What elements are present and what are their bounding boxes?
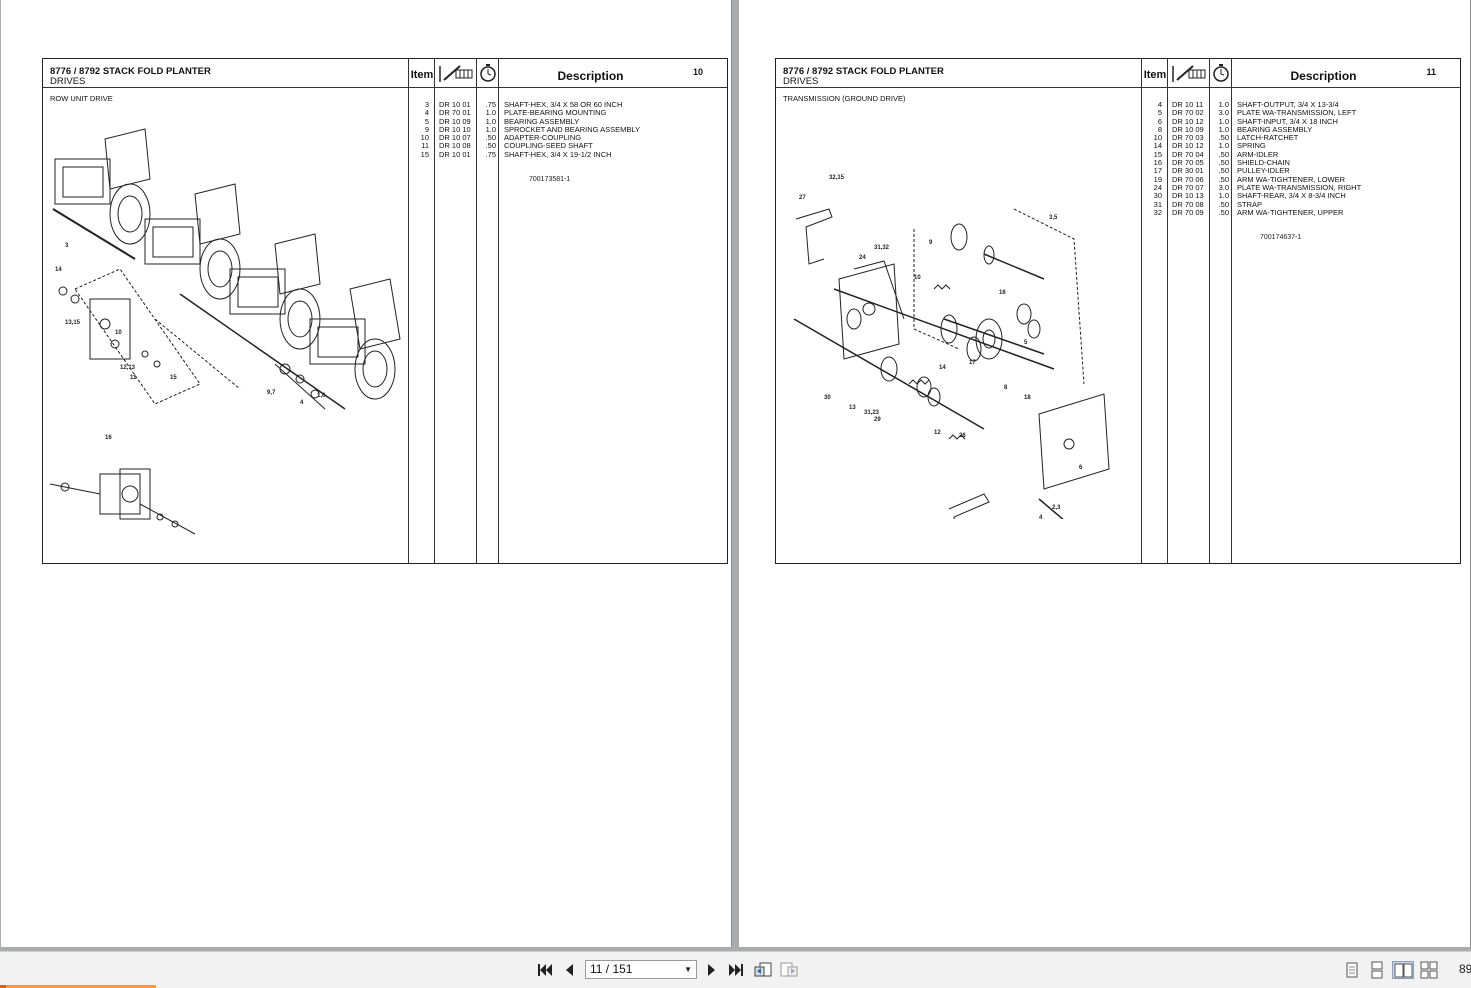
wrench-icon [1172, 65, 1206, 82]
svg-text:18: 18 [1024, 395, 1031, 401]
svg-text:31,32: 31,32 [874, 245, 890, 251]
chevron-down-icon[interactable]: ▼ [684, 965, 692, 974]
first-page-icon[interactable] [536, 961, 554, 979]
svg-text:2,3: 2,3 [1052, 505, 1061, 511]
svg-text:26: 26 [959, 433, 966, 439]
svg-text:29: 29 [874, 417, 881, 423]
svg-text:6: 6 [1079, 465, 1083, 471]
column-header-description: Description [1290, 69, 1357, 83]
svg-text:24: 24 [859, 255, 866, 261]
svg-text:16: 16 [999, 290, 1006, 296]
last-page-icon[interactable] [727, 961, 745, 979]
section-label: ROW UNIT DRIVE [50, 94, 113, 103]
svg-text:16: 16 [105, 435, 112, 441]
wrench-icon [439, 65, 473, 82]
page-number-input[interactable]: 11 / 151 ▼ [585, 960, 697, 979]
column-header-item: Item [410, 69, 434, 81]
svg-text:30: 30 [824, 395, 831, 401]
two-page-continuous-icon[interactable] [1418, 961, 1440, 979]
page-number: 11 [1426, 67, 1436, 77]
svg-text:31,23: 31,23 [864, 410, 880, 416]
svg-text:3,5: 3,5 [1049, 215, 1058, 221]
svg-text:13: 13 [849, 405, 856, 411]
svg-text:8: 8 [1004, 385, 1008, 391]
svg-text:27: 27 [799, 195, 806, 201]
svg-text:9: 9 [929, 240, 933, 246]
section-label: TRANSMISSION (GROUND DRIVE) [783, 94, 906, 103]
svg-text:10: 10 [914, 275, 921, 281]
column-header-description: Description [557, 69, 624, 83]
back-view-icon[interactable] [754, 961, 772, 979]
svg-text:17: 17 [969, 360, 976, 366]
zoom-level[interactable]: 89 [1459, 962, 1471, 976]
next-page-icon[interactable] [703, 961, 721, 979]
continuous-icon[interactable] [1366, 961, 1388, 979]
svg-text:13,15: 13,15 [65, 320, 81, 326]
single-page-icon[interactable] [1341, 961, 1363, 979]
document-page-right: 8776 / 8792 STACK FOLD PLANTER DRIVES It… [739, 0, 1471, 947]
parts-sheet: 8776 / 8792 STACK FOLD PLANTER DRIVES It… [42, 58, 728, 564]
svg-text:12,13: 12,13 [120, 365, 136, 371]
svg-text:14: 14 [939, 365, 946, 371]
two-page-icon[interactable] [1392, 961, 1414, 979]
forward-view-icon[interactable] [780, 961, 798, 979]
sheet-title: 8776 / 8792 STACK FOLD PLANTER DRIVES [50, 66, 211, 87]
svg-text:4: 4 [1039, 515, 1043, 519]
svg-text:12: 12 [934, 430, 941, 436]
reference-number: 700174637-1 [1260, 234, 1302, 241]
document-page-left: 8776 / 8792 STACK FOLD PLANTER DRIVES It… [1, 0, 732, 947]
svg-text:14: 14 [55, 267, 62, 273]
parts-sheet: 8776 / 8792 STACK FOLD PLANTER DRIVES It… [775, 58, 1461, 564]
svg-text:9,7: 9,7 [267, 390, 276, 396]
transmission-diagram: 32,15 27 9 24 31,32 10 30 17 14 16 18 3,… [793, 175, 1110, 519]
prev-page-icon[interactable] [560, 961, 578, 979]
column-header-item: Item [1143, 69, 1167, 81]
reference-number: 700173581-1 [529, 176, 571, 183]
svg-text:4: 4 [300, 400, 304, 406]
row-unit-drive-diagram: 3 14 13,15 10 12,13 11 15 9,7 4 1,6 16 [49, 128, 401, 535]
svg-text:11: 11 [130, 375, 137, 381]
svg-text:5: 5 [1024, 340, 1028, 346]
svg-text:1,6: 1,6 [317, 393, 326, 399]
svg-text:32,15: 32,15 [829, 175, 845, 181]
viewer-toolbar: 11 / 151 ▼ 89 [0, 951, 1471, 988]
page-number: 10 [692, 67, 703, 77]
clock-icon [480, 64, 496, 82]
sheet-title: 8776 / 8792 STACK FOLD PLANTER DRIVES [783, 66, 944, 87]
svg-text:3: 3 [65, 243, 69, 249]
clock-icon [1213, 64, 1229, 82]
svg-text:10: 10 [115, 330, 122, 336]
svg-text:15: 15 [170, 375, 177, 381]
